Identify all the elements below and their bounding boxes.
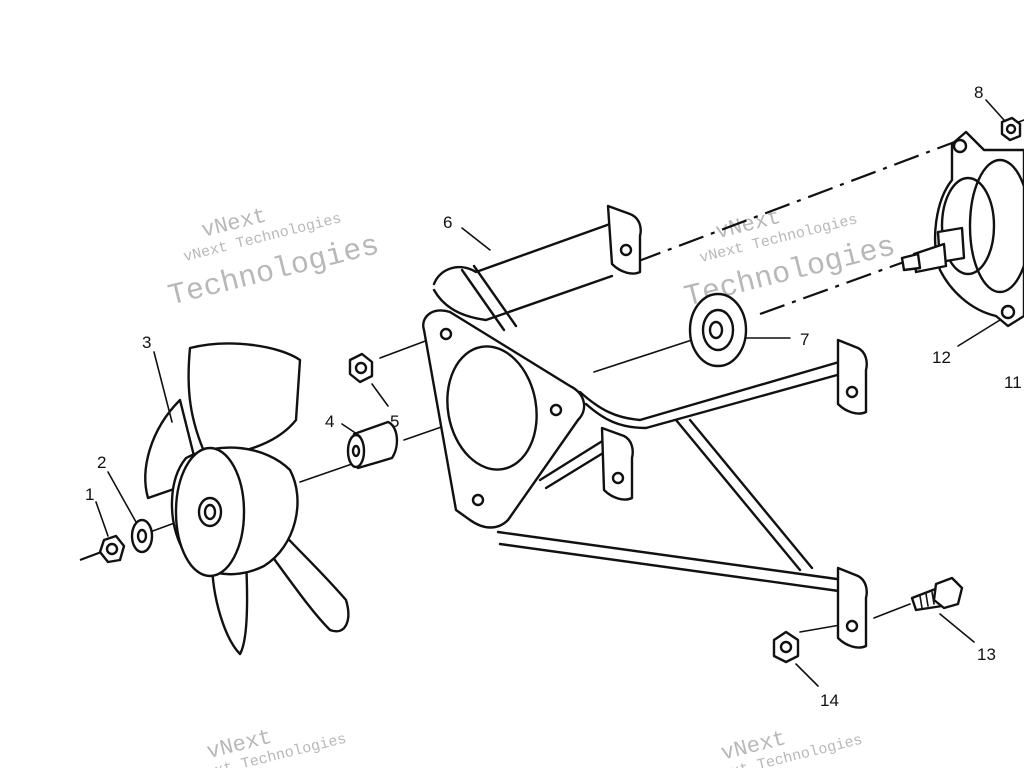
bolt-13 [910,576,964,612]
fan-blade [144,342,350,656]
callout-3: 3 [142,333,151,352]
watermark-bottom-right: vNext vNext Technologies [703,726,864,768]
callout-8: 8 [974,83,983,102]
callout-5: 5 [390,412,399,431]
washer-2 [130,518,154,554]
callout-11: 11 [1004,373,1022,392]
callout-2: 2 [97,453,106,472]
callout-1: 1 [85,485,94,504]
grommet-7 [688,292,748,368]
hex-nut-8 [1000,116,1022,142]
callout-4: 4 [325,412,334,431]
callout-leaders [95,99,1005,687]
mounting-bracket [422,204,868,649]
fan-motor [900,130,1024,328]
spacer-4 [346,420,399,470]
watermark-right: vNext vNext Technologies Technologies [681,205,899,316]
hex-nut-14 [772,630,800,664]
callout-13: 13 [977,645,996,664]
callout-7: 7 [800,330,809,349]
hex-nut-1 [98,534,126,564]
callout-labels: 1 2 3 4 5 6 7 8 11 12 13 14 [85,83,1022,710]
hex-nut-5 [348,352,374,384]
watermark-bottom-left: vNext vNext Technologies [187,725,348,768]
callout-14: 14 [820,691,839,710]
watermark-left: vNext vNext Technologies Technologies [165,203,383,314]
callout-12: 12 [932,348,951,367]
callout-6: 6 [443,213,452,232]
